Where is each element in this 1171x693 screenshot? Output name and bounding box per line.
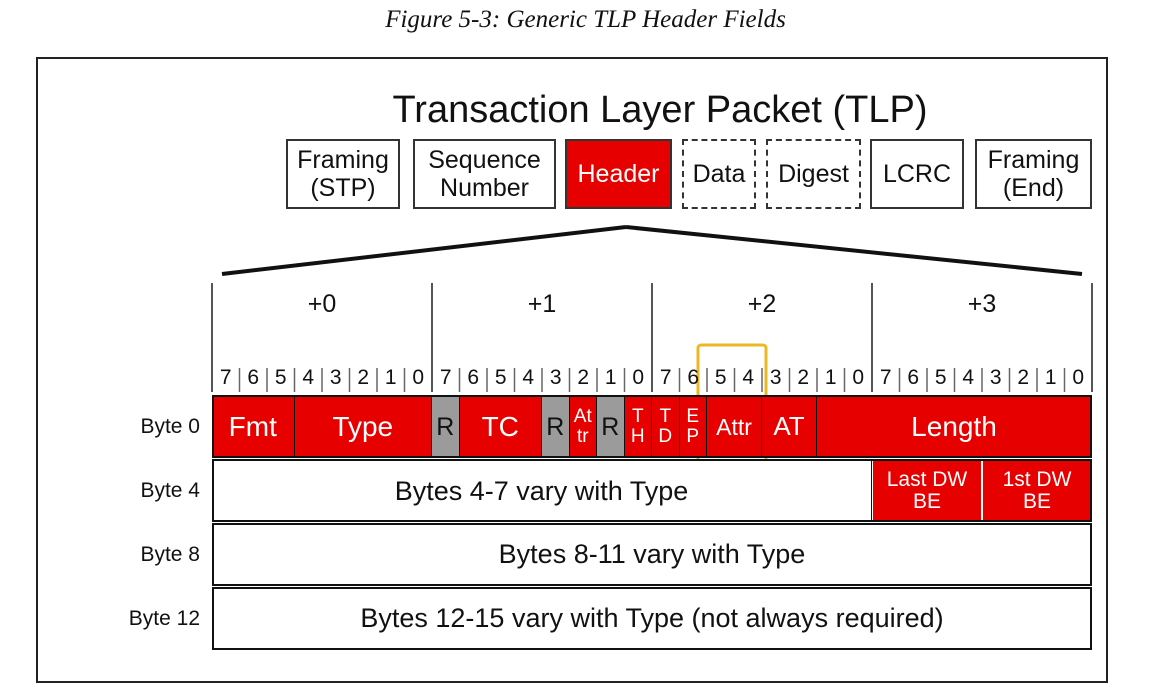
row-label: Byte 0 bbox=[140, 415, 200, 438]
bit-number-label: 2 bbox=[1017, 366, 1030, 389]
field-r: R bbox=[542, 395, 570, 458]
byte-offset-label: +3 bbox=[967, 290, 997, 318]
field-length: Length bbox=[817, 395, 1092, 458]
bit-number-label: 4 bbox=[962, 366, 975, 389]
field-label: R bbox=[546, 412, 565, 441]
bit-number-label: 2 bbox=[797, 366, 810, 389]
packet-segment-header: Header bbox=[565, 139, 672, 209]
row-label: Byte 12 bbox=[128, 607, 200, 630]
packet-segment-lcrc: LCRC bbox=[870, 139, 964, 209]
bit-number-label: 0 bbox=[632, 366, 645, 389]
bit-number-label: 1 bbox=[1044, 366, 1057, 389]
bit-number-label: 5 bbox=[714, 366, 727, 389]
field-type: Type bbox=[294, 395, 432, 458]
row-label: Byte 8 bbox=[140, 543, 200, 566]
field-1st-dwbe: 1st DW BE bbox=[982, 459, 1092, 522]
row-content-text: Bytes 12-15 vary with Type (not always r… bbox=[360, 603, 944, 633]
field-label: Attr bbox=[716, 413, 752, 440]
bit-number-label: 3 bbox=[549, 366, 562, 389]
field-label: AT bbox=[773, 411, 805, 441]
field-label: Bytes 4-7 vary with Type bbox=[394, 475, 689, 506]
bit-number-label: 1 bbox=[604, 366, 617, 389]
expansion-line-right bbox=[625, 225, 1083, 276]
field-label: R bbox=[436, 412, 455, 441]
byte-offset-label: +1 bbox=[527, 290, 557, 318]
bit-number-label: 0 bbox=[412, 366, 425, 389]
bit-number-label: 4 bbox=[302, 366, 315, 389]
row-content-text: Bytes 8-11 vary with Type bbox=[498, 539, 806, 569]
field-label: T H bbox=[630, 405, 645, 447]
bit-ruler-ticks bbox=[211, 283, 1093, 392]
field-label: R bbox=[601, 412, 620, 441]
field-attr: Attr bbox=[707, 395, 762, 458]
row-byte8-content: Bytes 8-11 vary with Type bbox=[212, 523, 1092, 586]
field-label: TC bbox=[481, 411, 519, 442]
diagram-title: Transaction Layer Packet (TLP) bbox=[392, 89, 928, 131]
bit-number-label: 3 bbox=[329, 366, 342, 389]
row-byte12-content: Bytes 12-15 vary with Type (not always r… bbox=[212, 587, 1092, 650]
byte-offset-label: +2 bbox=[747, 290, 777, 318]
bit-number-label: 6 bbox=[467, 366, 480, 389]
field-label: Last DW BE bbox=[886, 467, 968, 513]
bit-number-label: 4 bbox=[742, 366, 755, 389]
field-td: T D bbox=[652, 395, 680, 458]
bit-number-label: 5 bbox=[494, 366, 507, 389]
packet-segment-data: Data bbox=[682, 139, 756, 209]
bit-number-label: 6 bbox=[247, 366, 260, 389]
field-label: Type bbox=[332, 411, 394, 442]
bit-number-label: 1 bbox=[824, 366, 837, 389]
expansion-line-left bbox=[221, 225, 627, 276]
field-attr: At tr bbox=[569, 395, 597, 458]
byte-offset-label: +0 bbox=[307, 290, 337, 318]
diagram-frame bbox=[36, 57, 1108, 683]
field-tc: TC bbox=[459, 395, 542, 458]
packet-segment-framing: Framing (End) bbox=[975, 139, 1092, 209]
field-label: E P bbox=[686, 405, 700, 447]
field-th: T H bbox=[624, 395, 652, 458]
bit-number-label: 6 bbox=[907, 366, 920, 389]
row-label: Byte 4 bbox=[140, 479, 200, 502]
packet-segment-sequence: Sequence Number bbox=[413, 139, 556, 209]
bit-number-label: 7 bbox=[659, 366, 672, 389]
field-r: R bbox=[597, 395, 625, 458]
bit-number-label: 7 bbox=[439, 366, 452, 389]
bit-number-label: 2 bbox=[357, 366, 370, 389]
field-ep: E P bbox=[679, 395, 707, 458]
field-label: At tr bbox=[573, 405, 592, 447]
field-bytes-4-7-vary-with-type: Bytes 4-7 vary with Type bbox=[212, 459, 872, 522]
bit-number-label: 7 bbox=[219, 366, 232, 389]
bit-number-label: 2 bbox=[577, 366, 590, 389]
bit-number-label: 1 bbox=[384, 366, 397, 389]
bit-number-label: 3 bbox=[989, 366, 1002, 389]
packet-segment-framing: Framing (STP) bbox=[286, 139, 400, 209]
bit-number-label: 3 bbox=[769, 366, 782, 389]
packet-segment-digest: Digest bbox=[766, 139, 861, 209]
field-fmt: Fmt bbox=[212, 395, 295, 458]
field-label: 1st DW BE bbox=[1002, 467, 1072, 513]
figure-caption: Figure 5-3: Generic TLP Header Fields bbox=[385, 6, 786, 33]
bit-number-label: 0 bbox=[852, 366, 865, 389]
field-label: Fmt bbox=[228, 411, 277, 442]
bit-number-label: 5 bbox=[934, 366, 947, 389]
field-label: Length bbox=[911, 411, 997, 442]
bit-number-label: 5 bbox=[274, 366, 287, 389]
field-label: T D bbox=[658, 405, 673, 447]
bit-number-label: 7 bbox=[879, 366, 892, 389]
bit-number-label: 0 bbox=[1072, 366, 1085, 389]
field-last-dwbe: Last DW BE bbox=[872, 459, 982, 522]
bit-number-label: 4 bbox=[522, 366, 535, 389]
bit-number-label: 6 bbox=[687, 366, 700, 389]
field-r: R bbox=[432, 395, 460, 458]
field-at: AT bbox=[762, 395, 817, 458]
